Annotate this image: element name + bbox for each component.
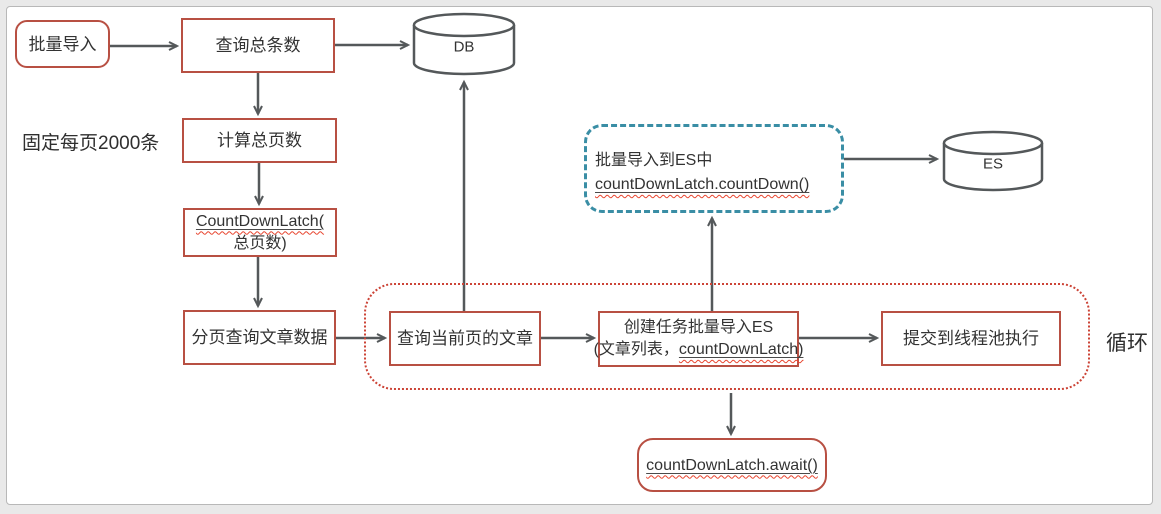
latch-init-node: CountDownLatch( 总页数) xyxy=(183,208,337,257)
database-icon xyxy=(942,130,1044,192)
paged-query-label: 分页查询文章数据 xyxy=(191,328,328,347)
await-node: countDownLatch.await() xyxy=(637,438,827,492)
es-label: ES xyxy=(982,155,1003,173)
await-label: countDownLatch.await() xyxy=(646,456,818,474)
create-task-line2: (文章列表，countDownLatch) xyxy=(593,341,804,358)
db-label: DB xyxy=(453,38,475,56)
diagram-panel xyxy=(6,6,1153,505)
submit-pool-label: 提交到线程池执行 xyxy=(903,329,1039,348)
import-note: 批量导入到ES中 countDownLatch.countDown() xyxy=(584,124,844,213)
query-total-label: 查询总条数 xyxy=(215,36,301,55)
database-icon xyxy=(412,12,516,76)
calc-pages-node: 计算总页数 xyxy=(182,118,337,163)
latch-init-line1: CountDownLatch( xyxy=(195,212,325,230)
es-cylinder: ES xyxy=(942,130,1044,193)
db-cylinder: DB xyxy=(412,12,516,77)
start-label: 批量导入 xyxy=(28,34,97,54)
create-task-line1: 创建任务批量导入ES xyxy=(623,319,774,336)
paged-query-node: 分页查询文章数据 xyxy=(183,310,336,365)
latch-init-line2: 总页数) xyxy=(233,234,287,252)
loop-container xyxy=(364,283,1090,390)
submit-pool-node: 提交到线程池执行 xyxy=(881,311,1061,366)
import-note-line2: countDownLatch.countDown() xyxy=(595,176,810,193)
import-note-line1: 批量导入到ES中 xyxy=(595,152,713,169)
query-total-node: 查询总条数 xyxy=(181,18,335,73)
calc-pages-label: 计算总页数 xyxy=(217,131,302,150)
loop-label: 循环 xyxy=(1106,332,1148,355)
query-current-node: 查询当前页的文章 xyxy=(389,311,541,366)
query-current-label: 查询当前页的文章 xyxy=(397,329,533,348)
start-node: 批量导入 xyxy=(15,20,110,68)
create-task-node: 创建任务批量导入ES (文章列表，countDownLatch) xyxy=(594,311,803,367)
page-size-note: 固定每页2000条 xyxy=(22,133,160,154)
